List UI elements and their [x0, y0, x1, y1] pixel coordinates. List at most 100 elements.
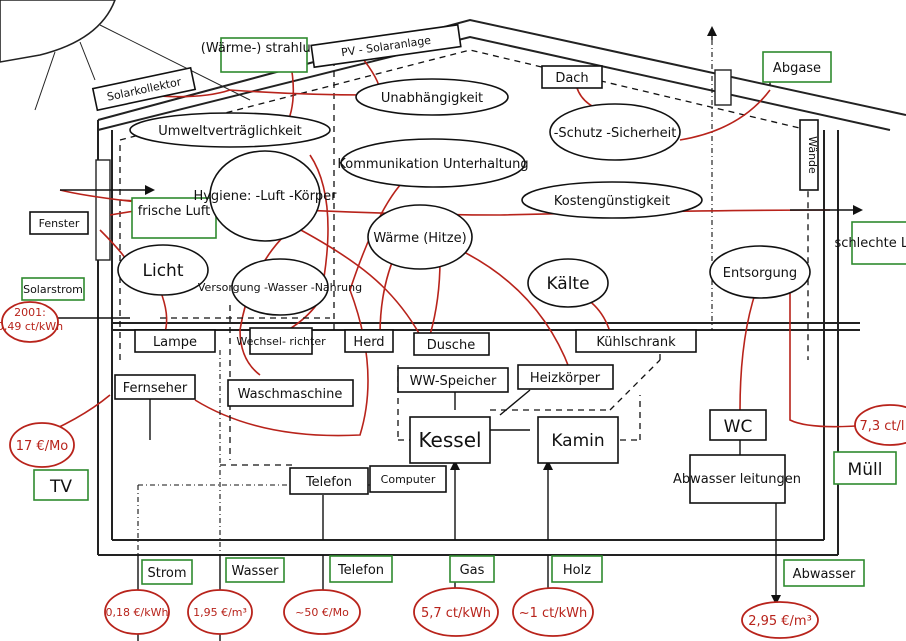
frische-luft-label: frische Luft [131, 197, 217, 239]
price-strom: 0,18 €/kWh [104, 589, 170, 635]
versorgung-node: Versorgung -Wasser -Nahrung [198, 258, 362, 316]
supply-gas: Gas [449, 555, 495, 583]
svg-text:Unabhängigkeit: Unabhängigkeit [381, 91, 483, 106]
muell-label: Müll [833, 451, 897, 485]
telefon-device-box: Telefon [289, 467, 369, 495]
svg-text:Lampe: Lampe [153, 335, 197, 350]
svg-text:Dach: Dach [555, 71, 588, 86]
svg-text:WC: WC [724, 417, 753, 437]
entsorgung-node: Entsorgung [709, 245, 811, 299]
svg-text:Kostengünstigkeit: Kostengünstigkeit [554, 194, 670, 209]
herd-box: Herd [344, 329, 394, 353]
fenster-label: Fenster [29, 211, 89, 235]
svg-text:Hygiene: -Luft -Körper: Hygiene: -Luft -Körper [193, 189, 337, 204]
svg-text:7,3 ct/l: 7,3 ct/l [859, 419, 904, 434]
svg-text:Dusche: Dusche [427, 338, 475, 353]
price-holz: ~1 ct/kWh [512, 587, 594, 637]
chimney [714, 69, 732, 106]
waende-label: Wände [799, 119, 819, 191]
svg-text:Abwasser: Abwasser [793, 567, 856, 582]
svg-text:Kommunikation Unterhaltung: Kommunikation Unterhaltung [337, 157, 528, 172]
svg-text:Müll: Müll [848, 460, 883, 480]
kommunikation-node: Kommunikation Unterhaltung [337, 138, 529, 188]
svg-text:Wärme (Hitze): Wärme (Hitze) [373, 231, 466, 246]
svg-text:2001:: 2001: [14, 306, 46, 319]
svg-text:Wände: Wände [806, 136, 819, 174]
kamin-box: Kamin [537, 416, 619, 464]
abwasserleitungen-box: Abwasser leitungen [673, 454, 801, 504]
unabhaengigkeit-node: Unabhängigkeit [355, 78, 509, 116]
sun-icon [0, 0, 116, 63]
price-wasser: 1,95 €/m³ [187, 589, 253, 635]
solarstrom-label: Solarstrom [21, 277, 85, 301]
svg-text:Kühlschrank: Kühlschrank [596, 335, 676, 350]
svg-text:Herd: Herd [353, 335, 384, 350]
svg-text:Telefon: Telefon [337, 563, 384, 578]
price-abwasser: 2,95 €/m³ [741, 601, 819, 639]
svg-text:Kessel: Kessel [418, 428, 481, 452]
svg-text:Holz: Holz [563, 563, 591, 578]
supply-telefon: Telefon [329, 555, 393, 583]
wechselrichter-box: Wechsel- richter [236, 327, 326, 355]
svg-text:Licht: Licht [143, 261, 184, 281]
svg-text:Wasser: Wasser [232, 564, 280, 579]
svg-text:~50 €/Mo: ~50 €/Mo [295, 606, 349, 619]
supply-abwasser: Abwasser [783, 559, 865, 587]
svg-text:WW-Speicher: WW-Speicher [410, 374, 497, 389]
svg-text:Fernseher: Fernseher [123, 381, 188, 396]
kostenguenstigkeit-node: Kostengünstigkeit [521, 181, 703, 219]
abgase-label: Abgase [762, 51, 832, 83]
svg-text:Entsorgung: Entsorgung [723, 266, 797, 281]
wc-box: WC [709, 409, 767, 441]
window-frame [95, 159, 111, 261]
umweltvertraeglichkeit-node: Umweltverträglichkeit [129, 112, 331, 148]
svg-text:0,49 ct/kWh: 0,49 ct/kWh [0, 320, 63, 333]
price-telefon: ~50 €/Mo [283, 589, 361, 635]
svg-text:Abwasser leitungen: Abwasser leitungen [673, 472, 801, 487]
heizkoerper-box: Heizkörper [517, 364, 614, 390]
fernseher-box: Fernseher [114, 374, 196, 400]
svg-text:Abgase: Abgase [773, 61, 821, 76]
sun-ray-icon [99, 24, 251, 101]
svg-text:Solarstrom: Solarstrom [23, 283, 83, 296]
schlechte-luft-label: schlechte Luft [834, 221, 906, 265]
licht-node: Licht [117, 244, 209, 296]
svg-text:Strom: Strom [147, 566, 186, 581]
supply-holz: Holz [551, 555, 603, 583]
svg-text:2,95 €/m³: 2,95 €/m³ [748, 614, 812, 629]
supply-strom: Strom [141, 559, 193, 585]
svg-text:Telefon: Telefon [305, 475, 352, 490]
svg-text:schlechte Luft: schlechte Luft [834, 236, 906, 251]
svg-text:TV: TV [49, 477, 72, 497]
tv-price: 17 €/Mo [9, 422, 75, 468]
svg-text:-Schutz -Sicherheit: -Schutz -Sicherheit [554, 126, 677, 141]
svg-text:Umweltverträglichkeit: Umweltverträglichkeit [158, 124, 302, 139]
hygiene-node: Hygiene: -Luft -Körper [193, 150, 337, 242]
svg-text:(Wärme-) strahlung: (Wärme-) strahlung [201, 41, 328, 56]
svg-text:Wechsel- richter: Wechsel- richter [236, 335, 326, 348]
svg-text:~1 ct/kWh: ~1 ct/kWh [519, 606, 588, 621]
ww-speicher-box: WW-Speicher [397, 367, 509, 393]
waerme-node: Wärme (Hitze) [367, 204, 473, 270]
muell-price: 7,3 ct/l [854, 404, 906, 446]
svg-text:Heizkörper: Heizkörper [530, 371, 601, 386]
lampe-box: Lampe [134, 329, 216, 353]
svg-text:Versorgung -Wasser -Nahrung: Versorgung -Wasser -Nahrung [198, 281, 362, 294]
supply-wasser: Wasser [225, 557, 285, 583]
svg-text:17 €/Mo: 17 €/Mo [16, 439, 69, 454]
solarkollektor-label: Solarkollektor [91, 66, 197, 112]
waschmaschine-box: Waschmaschine [227, 379, 354, 407]
dach-label: Dach [541, 65, 603, 89]
kuehlschrank-box: Kühlschrank [575, 329, 697, 353]
pv-solaranlage-label: PV - Solaranlage [310, 23, 462, 69]
solarstrom-price: 2001: 0,49 ct/kWh [0, 301, 63, 343]
svg-text:Kamin: Kamin [551, 431, 604, 451]
svg-text:5,7 ct/kWh: 5,7 ct/kWh [421, 606, 491, 621]
svg-text:Fenster: Fenster [39, 217, 80, 230]
sun-ray-icon [79, 41, 96, 81]
svg-text:Computer: Computer [381, 473, 436, 486]
waermestrahlung-label: (Wärme-) strahlung [201, 37, 328, 73]
tv-label: TV [33, 469, 89, 501]
schutz-sicherheit-node: -Schutz -Sicherheit [549, 103, 681, 161]
